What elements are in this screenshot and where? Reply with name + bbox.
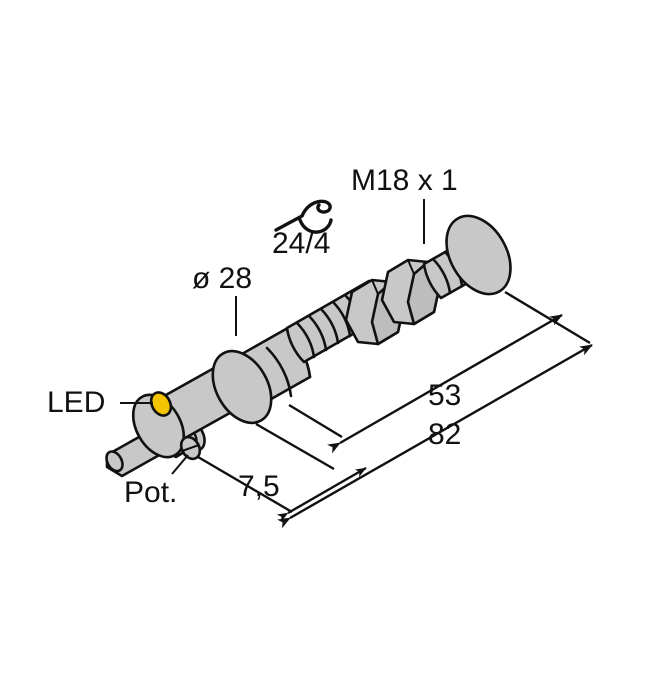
label-wrench-size: 24/4: [272, 227, 330, 260]
ext-collar: [255, 422, 335, 471]
dim-7_5-value: 7,5: [238, 470, 280, 503]
label-thread-group: M18 x 1: [351, 164, 458, 244]
label-pot-group: Pot.: [124, 454, 189, 509]
pot-screw-slot: [182, 444, 199, 452]
collar-ring-front: [211, 349, 273, 425]
ext-rear-end: [504, 290, 591, 345]
ext-front: [197, 455, 293, 514]
thread-section-upper: [422, 214, 512, 300]
dim-7_5-group: 7,5: [238, 466, 367, 522]
dim-82-value: 82: [428, 418, 461, 451]
thread-end-face: [445, 214, 512, 296]
dim-82-group: 82: [277, 343, 593, 529]
ext-thread-start: [288, 403, 343, 439]
dim-7_5-line: [276, 466, 367, 522]
label-led-group: LED: [47, 386, 153, 419]
dim-82-line: [277, 343, 593, 529]
wrench-group: 24/4: [272, 199, 333, 260]
thread-ridge-u1: [431, 257, 452, 295]
label-potentiometer: Pot.: [124, 476, 177, 509]
dim-53-value: 53: [428, 379, 461, 412]
cable-end-face: [105, 450, 124, 473]
label-thread: M18 x 1: [351, 164, 458, 197]
label-led: LED: [47, 386, 105, 419]
label-collar-diameter: ø 28: [192, 262, 252, 295]
wrench-icon: [274, 199, 333, 234]
label-collar-group: ø 28: [192, 262, 252, 336]
hex2-edges: [407, 259, 429, 325]
led-indicator: [149, 391, 173, 417]
pot-leader: [171, 454, 189, 475]
